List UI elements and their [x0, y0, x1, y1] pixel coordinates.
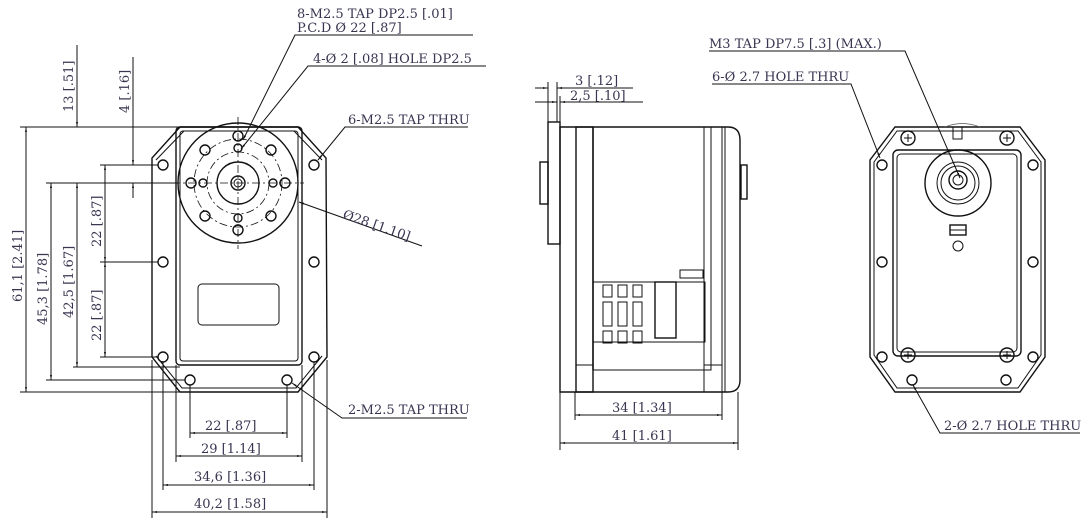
- dim-2-5: 2,5 [.10]: [570, 89, 626, 104]
- dim-3: 3 [.12]: [575, 74, 618, 89]
- dim-13: 13 [.51]: [62, 61, 77, 113]
- side-view: 3 [.12] 2,5 [.10] 34 [1.34] 41 [1.61]: [535, 74, 748, 450]
- dim-22-h: 22 [.87]: [205, 419, 257, 434]
- dim-41: 41 [1.61]: [612, 429, 672, 444]
- dim-61-1: 61,1 [2.41]: [11, 230, 26, 302]
- servo-horn: [172, 117, 304, 249]
- front-view: 13 [.51] 4 [.16] 61,1 [2.41] 45,3 [1.78]…: [11, 7, 486, 518]
- callout-horn-diameter: Ø28 [1.10]: [341, 208, 412, 245]
- dim-29: 29 [1.14]: [201, 442, 261, 457]
- mounting-holes: [157, 159, 320, 386]
- callout-8-m2-5-tap: 8-M2.5 TAP DP2.5 [.01]: [297, 7, 453, 22]
- dim-22-lower: 22 [.87]: [90, 290, 105, 342]
- dim-22-upper: 22 [.87]: [90, 196, 105, 248]
- callout-6-hole: 6-Ø 2.7 HOLE THRU: [712, 70, 849, 85]
- front-body-outline: [151, 126, 328, 393]
- dim-45-3: 45,3 [1.78]: [36, 253, 51, 325]
- callout-2-hole: 2-Ø 2.7 HOLE THRU: [944, 419, 1081, 434]
- callout-4-hole: 4-Ø 2 [.08] HOLE DP2.5: [313, 52, 472, 67]
- back-view: M3 TAP DP7.5 [.3] (MAX.) 6-Ø 2.7 HOLE TH…: [709, 37, 1081, 434]
- front-inner-frame: [175, 126, 303, 366]
- dim-42-5: 42,5 [1.67]: [62, 246, 77, 318]
- back-holes: [876, 159, 1039, 386]
- dim-40-2: 40,2 [1.58]: [194, 497, 266, 512]
- callout-2-m2-5-tap: 2-M2.5 TAP THRU: [348, 403, 470, 418]
- callout-6-m2-5-tap: 6-M2.5 TAP THRU: [348, 113, 470, 128]
- dim-34: 34 [1.34]: [612, 401, 672, 416]
- callout-m3-tap: M3 TAP DP7.5 [.3] (MAX.): [709, 37, 882, 52]
- label-window: [197, 283, 280, 326]
- dim-4: 4 [.16]: [118, 70, 133, 113]
- dim-34-6: 34,6 [1.36]: [194, 470, 266, 485]
- back-screws: [900, 130, 1015, 363]
- callout-pcd: P.C.D Ø 22 [.87]: [297, 21, 402, 36]
